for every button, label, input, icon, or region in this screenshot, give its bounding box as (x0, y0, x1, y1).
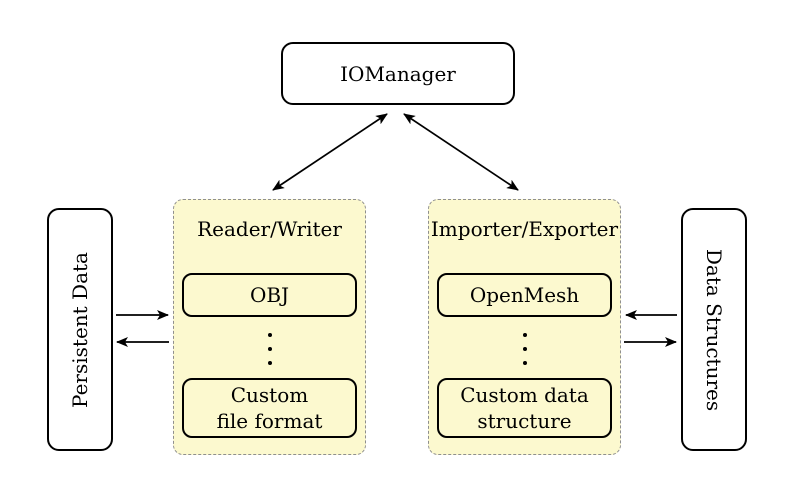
iomanager-box: IOManager (281, 42, 515, 105)
obj-box: OBJ (182, 273, 357, 317)
obj-label: OBJ (249, 283, 290, 307)
vertical-dots-icon (429, 333, 620, 365)
reader-writer-title: Reader/Writer (197, 217, 342, 241)
persistent-data-label: Persistent Data (68, 251, 93, 408)
data-structures-label: Data Structures (702, 248, 726, 411)
custom-data-structure-label: Custom data structure (460, 383, 589, 433)
importer-exporter-group: Importer/Exporter OpenMesh Custom data s… (428, 199, 621, 455)
custom-file-format-label: Custom file format (216, 383, 323, 433)
persistent-data-box: Persistent Data (47, 208, 113, 451)
reader-writer-group: Reader/Writer OBJ Custom file format (173, 199, 366, 455)
arrow-iomanager-importerexporter (403, 113, 519, 191)
openmesh-box: OpenMesh (437, 273, 612, 317)
data-structures-box: Data Structures (681, 208, 747, 451)
iomanager-label: IOManager (340, 61, 456, 86)
custom-data-structure-box: Custom data structure (437, 378, 612, 438)
arrow-iomanager-readerwriter (272, 113, 388, 191)
importer-exporter-title: Importer/Exporter (430, 217, 619, 241)
openmesh-label: OpenMesh (469, 283, 580, 307)
vertical-dots-icon (174, 333, 365, 365)
custom-file-format-box: Custom file format (182, 378, 357, 438)
